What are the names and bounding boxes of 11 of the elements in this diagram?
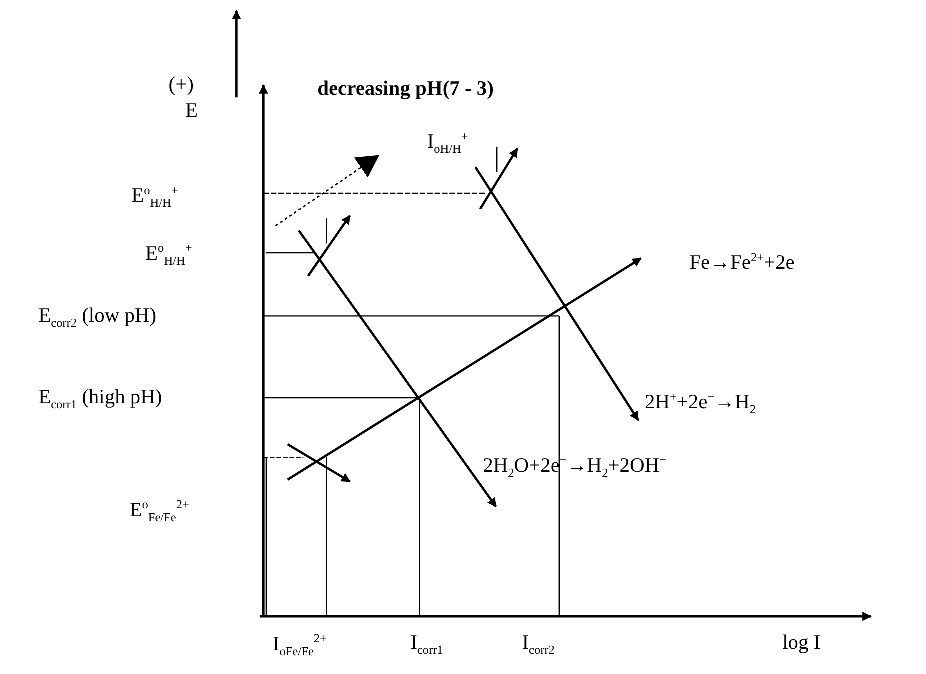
potential-label: E$_{corr2}$ (low pH)	[38, 305, 157, 329]
axis-label: log I	[782, 632, 821, 653]
current-label: I$_{corr2}$	[522, 632, 555, 656]
reaction-label: 2H$^{+}$+2e$^{−}$→H$_{2}$	[644, 390, 756, 416]
annotation-label: decreasing pH(7 - 3)	[318, 78, 494, 99]
reaction-label: Fe→Fe$^{2+}$+2e	[690, 251, 795, 273]
reaction-label: 2H$_{2}$O+2e$^{−}$→H$_{2}$+2OH$^{−}$	[483, 454, 666, 479]
current-label: I$_{corr1}$	[410, 632, 444, 656]
axis-label: E	[186, 100, 198, 121]
sign-label: (+)	[168, 74, 194, 95]
potential-label: E$_{corr1}$ (high pH)	[38, 386, 162, 411]
